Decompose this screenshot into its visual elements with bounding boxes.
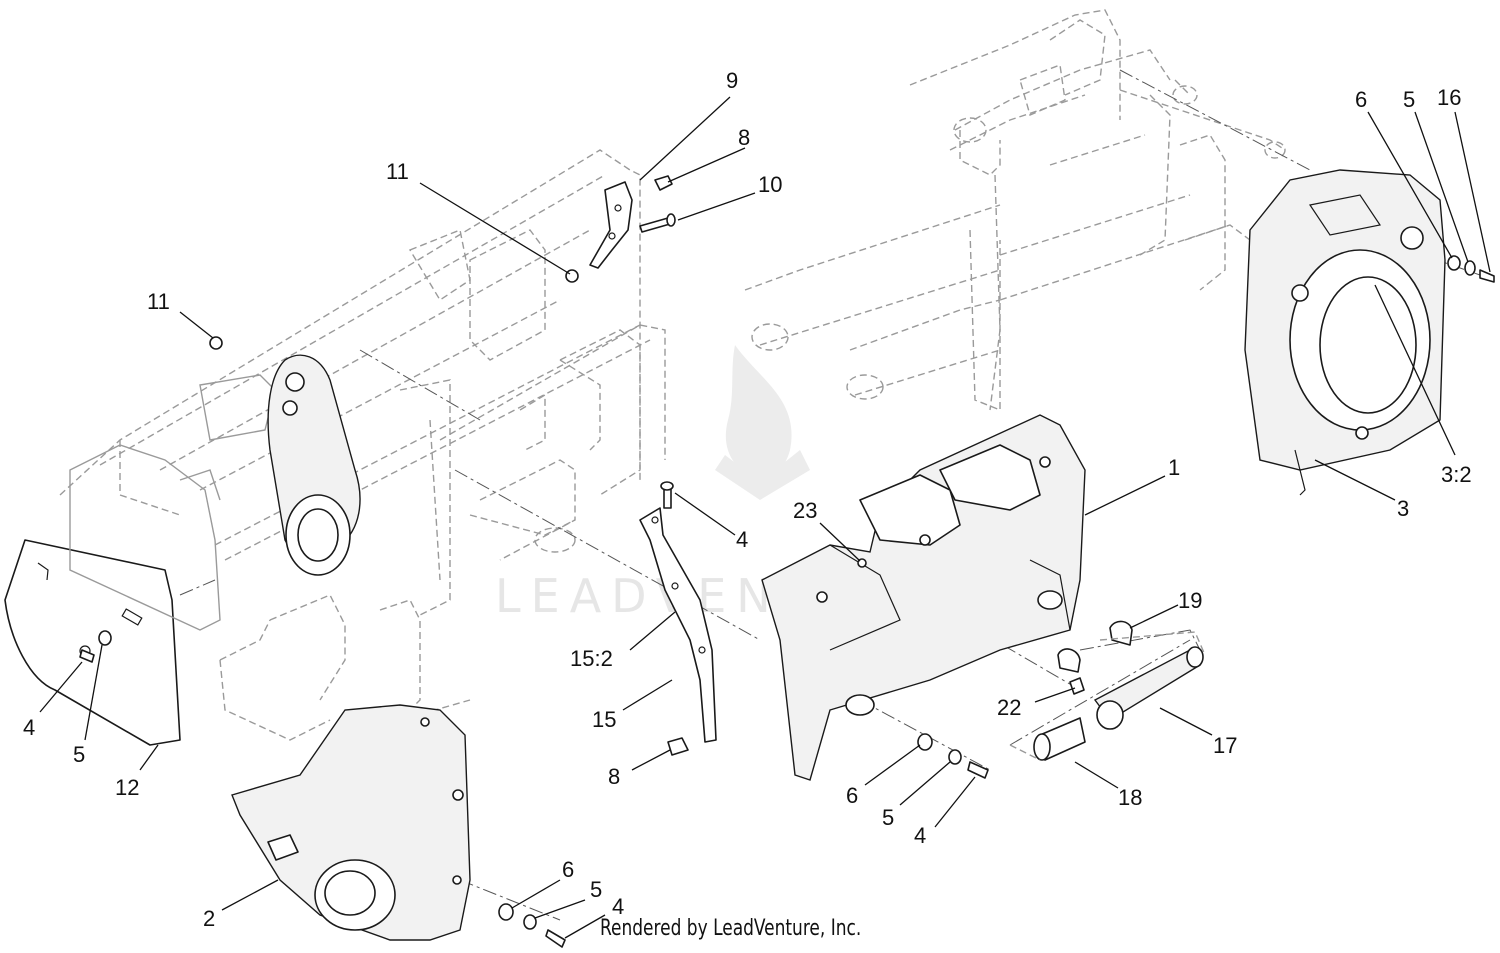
- leader-6-bottom: [511, 879, 561, 909]
- leader-23: [819, 522, 861, 562]
- leader-3-2: [1374, 284, 1456, 456]
- callout-16: 16: [1437, 85, 1461, 110]
- bracket-15: [639, 507, 717, 743]
- leader-6-center: [864, 744, 921, 786]
- leader-15-2: [629, 611, 676, 651]
- leader-17: [1159, 707, 1213, 736]
- callout-18: 18: [1118, 785, 1142, 810]
- leader-11-left: [179, 311, 214, 339]
- callout-23: 23: [793, 498, 817, 523]
- leader-5-upper: [1414, 111, 1469, 263]
- leader-8-top: [667, 147, 746, 183]
- callout-8-top: 8: [738, 125, 750, 150]
- callout-15: 15: [592, 707, 616, 732]
- leader-18: [1074, 761, 1119, 789]
- fasteners-upper-right: [1447, 255, 1495, 283]
- fasteners-left: [79, 630, 112, 663]
- leader-3: [1314, 459, 1396, 501]
- callout-3-2: 3:2: [1441, 462, 1472, 487]
- leader-6-upper: [1367, 111, 1453, 259]
- callout-11-upper: 11: [386, 159, 409, 184]
- leader-lines: [39, 96, 1491, 939]
- callout-8-bottom: 8: [608, 764, 620, 789]
- callout-6-upper: 6: [1355, 87, 1367, 112]
- callout-15-2: 15:2: [570, 646, 613, 671]
- callout-11-left: 11: [147, 289, 170, 314]
- leader-16: [1454, 111, 1491, 273]
- leader-2: [221, 879, 279, 911]
- callout-9: 9: [726, 68, 738, 93]
- leader-10: [677, 192, 756, 221]
- leader-4-center-low: [934, 776, 976, 828]
- bolt-10: [639, 213, 676, 233]
- leader-4-left: [39, 661, 83, 713]
- callout-3: 3: [1397, 496, 1409, 521]
- callout-22: 22: [997, 695, 1021, 720]
- callout-10: 10: [758, 172, 782, 197]
- leader-11-upper: [419, 182, 571, 275]
- callout-17: 17: [1213, 733, 1237, 758]
- callout-4-bottom: 4: [612, 894, 624, 919]
- callout-1: 1: [1168, 455, 1180, 480]
- drive-belt-assembly: [267, 354, 361, 576]
- watermark-flame-logo: [715, 345, 810, 500]
- center-cover-1: [761, 414, 1086, 781]
- leader-22: [1034, 687, 1076, 703]
- drum-cover-3: [1244, 169, 1446, 496]
- leader-4-center: [674, 492, 736, 536]
- assembly-centerlines: [179, 69, 1481, 921]
- tube-assembly-17-18-19-22: [1009, 620, 1206, 761]
- leader-1: [1084, 475, 1166, 516]
- nut-8-top: [654, 175, 673, 191]
- leader-9: [639, 96, 731, 181]
- callout-4-left: 4: [23, 715, 35, 740]
- nut-11-left: [209, 336, 223, 350]
- render-credit: Rendered by LeadVenture, Inc.: [600, 916, 862, 941]
- front-cover-2: [231, 704, 471, 941]
- callout-6-center: 6: [846, 783, 858, 808]
- callout-5-bottom: 5: [590, 877, 602, 902]
- leader-5-bottom: [534, 899, 586, 919]
- fasteners-center: [917, 733, 989, 779]
- bracket-9: [589, 181, 633, 269]
- callout-6-bottom: 6: [562, 857, 574, 882]
- callout-5-center: 5: [882, 805, 894, 830]
- leader-5-center: [899, 761, 951, 806]
- leader-12: [139, 744, 159, 771]
- callout-2: 2: [203, 906, 215, 931]
- leader-15: [622, 679, 673, 711]
- callout-labels: 9 8 10 11 11 6 5 16 1 3:2 3 23 4 19 15:2…: [23, 68, 1472, 931]
- ghost-frame-right: [744, 9, 1286, 412]
- bolt-4-center: [660, 481, 674, 509]
- leader-5-left: [84, 644, 103, 741]
- callout-12: 12: [115, 775, 139, 800]
- nut-8-bottom: [667, 737, 689, 756]
- leader-19: [1129, 604, 1179, 629]
- callout-19: 19: [1178, 588, 1202, 613]
- callout-5-left: 5: [73, 742, 85, 767]
- callout-5-upper: 5: [1403, 87, 1415, 112]
- leader-8-bottom: [631, 749, 671, 771]
- shield-plate-12: [4, 539, 181, 746]
- nut-11-upper: [565, 269, 579, 283]
- fasteners-bottom: [498, 903, 566, 948]
- leader-4-bottom: [564, 914, 606, 939]
- callout-4-center: 4: [736, 527, 748, 552]
- callout-4-center-low: 4: [914, 823, 926, 848]
